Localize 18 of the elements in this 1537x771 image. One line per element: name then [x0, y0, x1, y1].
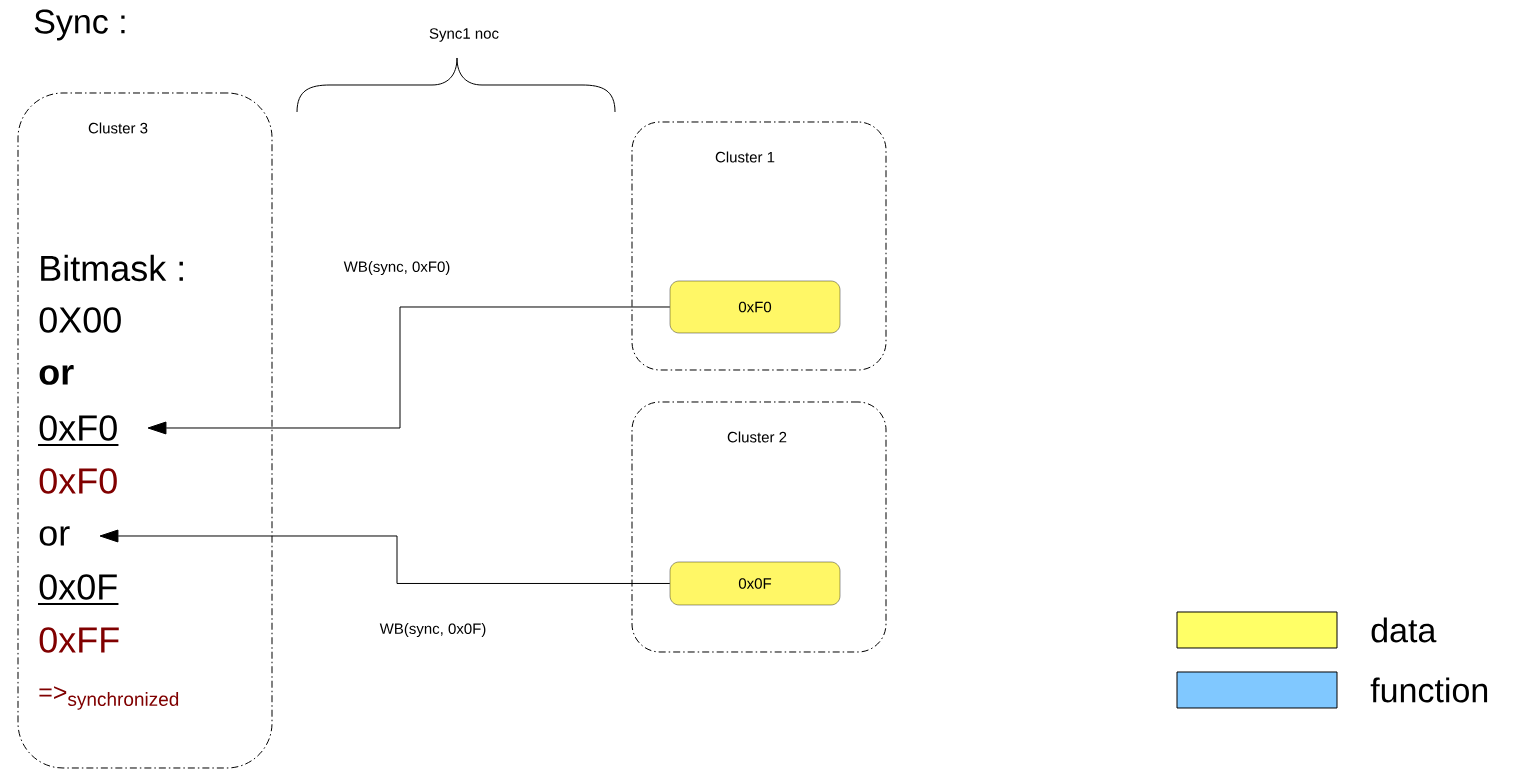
bitmask-text: 0xF0	[39, 468, 117, 494]
underlined-value: 0x0F	[37, 574, 120, 605]
bitmask-text: or	[39, 526, 70, 546]
data-box: 0xF0	[669, 280, 841, 334]
bitmask-text: Bitmask :	[41, 254, 183, 282]
underlined-value: 0xF0	[37, 415, 120, 446]
bitmask-text: or	[39, 365, 74, 385]
bitmask-text: 0X00	[39, 307, 121, 333]
legend-label: function	[1370, 677, 1488, 703]
brace-label: Sync1 noc	[429, 28, 499, 42]
arrow	[147, 306, 671, 435]
edge-label: WB(sync, 0x0F)	[378, 622, 488, 638]
edge-label: WB(sync, 0xF0)	[342, 260, 452, 276]
arrow	[99, 529, 671, 584]
data-box: 0x0F	[669, 561, 841, 606]
title: Sync :	[34, 9, 125, 41]
bitmask-text: 0xFF	[39, 627, 119, 653]
legend-label: data	[1371, 617, 1437, 643]
